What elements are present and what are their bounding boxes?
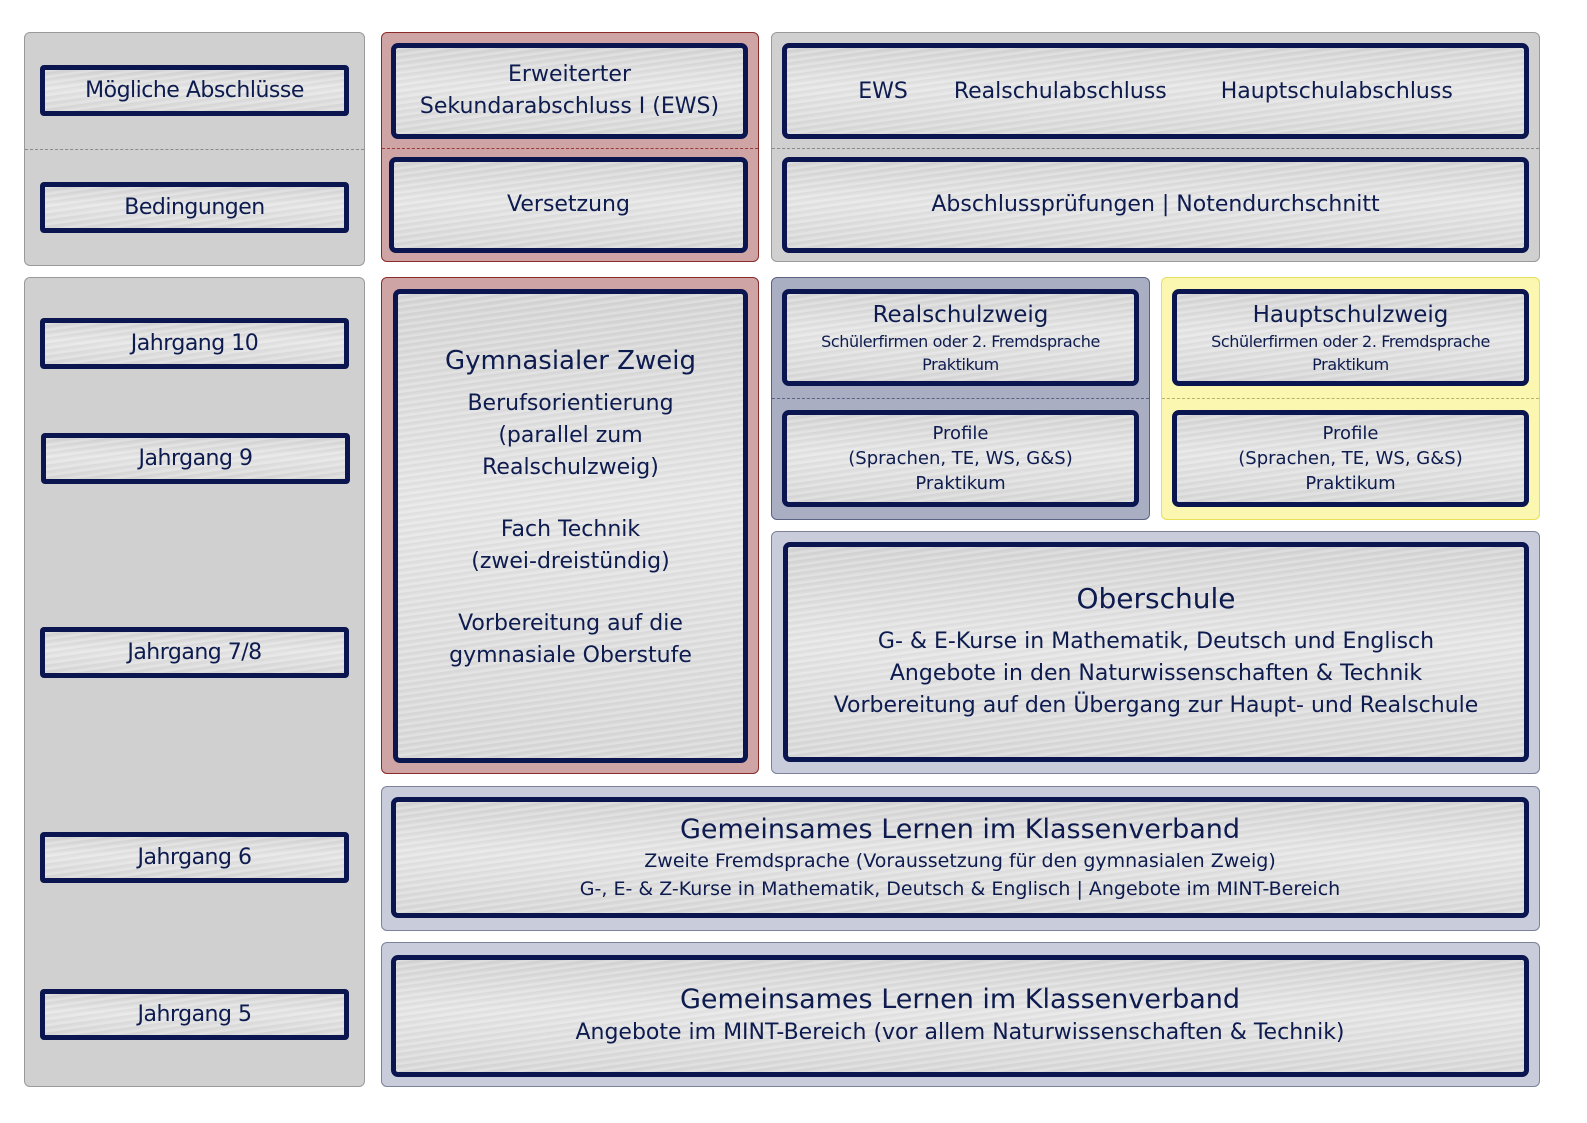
- label-jahrgang-5: Jahrgang 5: [40, 989, 349, 1040]
- oberschule-line: G- & E-Kurse in Mathematik, Deutsch und …: [877, 629, 1435, 654]
- left-years-panel: [24, 277, 365, 1087]
- gymnasial-line: Vorbereitung auf die: [458, 611, 683, 636]
- hauptschulzweig-card: Hauptschulzweig Schülerfirmen oder 2. Fr…: [1172, 289, 1529, 386]
- realschulzweig-line2: Praktikum: [922, 354, 999, 374]
- divider: [772, 148, 1539, 149]
- profile-line2: Praktikum: [915, 473, 1006, 494]
- realschulzweig-line1: Schülerfirmen oder 2. Fremdsprache: [821, 331, 1100, 351]
- degrees-condition-card: Abschlussprüfungen | Notendurchschnitt: [782, 157, 1529, 253]
- profile-line1: (Sprachen, TE, WS, G&S): [848, 448, 1073, 469]
- label-jahrgang-9: Jahrgang 9: [41, 433, 350, 484]
- jahrgang5-title: Gemeinsames Lernen im Klassenverband: [679, 984, 1241, 1015]
- hauptschulzweig-title: Hauptschulzweig: [1252, 301, 1449, 328]
- degrees-card: EWS Realschulabschluss Hauptschulabschlu…: [782, 43, 1529, 139]
- hauptschulzweig-line2: Praktikum: [1312, 354, 1389, 374]
- profile-line2: Praktikum: [1305, 473, 1396, 494]
- label-text: Jahrgang 5: [137, 1002, 252, 1027]
- label-text: Jahrgang 6: [137, 845, 252, 870]
- oberschule-title: Oberschule: [1076, 582, 1236, 615]
- divider: [1162, 398, 1539, 399]
- hauptschulzweig-profile-card: Profile (Sprachen, TE, WS, G&S) Praktiku…: [1172, 410, 1529, 507]
- ews-condition: Versetzung: [507, 192, 630, 217]
- gymnasial-title: Gymnasialer Zweig: [445, 346, 696, 376]
- realschulzweig-profile-card: Profile (Sprachen, TE, WS, G&S) Praktiku…: [782, 410, 1139, 507]
- degree-ews: EWS: [858, 78, 908, 104]
- jahrgang6-line1: Zweite Fremdsprache (Voraussetzung für d…: [644, 849, 1276, 872]
- oberschule-line: Vorbereitung auf den Übergang zur Haupt-…: [833, 693, 1479, 718]
- divider: [772, 398, 1149, 399]
- degrees-row: EWS Realschulabschluss Hauptschulabschlu…: [858, 79, 1453, 104]
- label-text: Jahrgang 9: [138, 446, 253, 471]
- gymnasial-line: Berufsorientierung: [467, 391, 674, 416]
- gymnasial-line: (zwei-dreistündig): [471, 549, 670, 574]
- gymnasial-line: Fach Technik: [500, 517, 641, 542]
- label-text: Jahrgang 7/8: [127, 640, 262, 665]
- jahrgang6-line2: G-, E- & Z-Kurse in Mathematik, Deutsch …: [579, 877, 1341, 900]
- profile-title: Profile: [932, 423, 989, 444]
- degrees-condition: Abschlussprüfungen | Notendurchschnitt: [931, 192, 1380, 217]
- label-jahrgang-6: Jahrgang 6: [40, 832, 349, 883]
- profile-title: Profile: [1322, 423, 1379, 444]
- gymnasial-line: gymnasiale Oberstufe: [449, 643, 692, 668]
- realschulzweig-card: Realschulzweig Schülerfirmen oder 2. Fre…: [782, 289, 1139, 386]
- label-jahrgang-7-8: Jahrgang 7/8: [40, 627, 349, 678]
- gymnasial-card: Gymnasialer Zweig Berufsorientierung (pa…: [393, 289, 748, 763]
- label-bedingungen: Bedingungen: [40, 182, 349, 233]
- oberschule-card: Oberschule G- & E-Kurse in Mathematik, D…: [783, 542, 1529, 762]
- label-text: Mögliche Abschlüsse: [85, 78, 304, 103]
- ews-degree-card: Erweiterter Sekundarabschluss I (EWS): [391, 43, 748, 139]
- ews-title-line1: Erweiterter: [508, 62, 631, 87]
- jahrgang6-card: Gemeinsames Lernen im Klassenverband Zwe…: [391, 797, 1529, 918]
- oberschule-line: Angebote in den Naturwissenschaften & Te…: [889, 661, 1423, 686]
- label-text: Jahrgang 10: [130, 331, 259, 356]
- divider: [25, 149, 364, 150]
- jahrgang5-line1: Angebote im MINT-Bereich (vor allem Natu…: [575, 1020, 1345, 1045]
- label-text: Bedingungen: [124, 195, 265, 220]
- ews-title-line2: Sekundarabschluss I (EWS): [419, 94, 720, 119]
- gymnasial-line: Realschulzweig): [482, 455, 659, 480]
- realschulzweig-title: Realschulzweig: [872, 301, 1049, 328]
- divider: [382, 148, 758, 149]
- jahrgang6-title: Gemeinsames Lernen im Klassenverband: [679, 813, 1241, 845]
- hauptschulzweig-line1: Schülerfirmen oder 2. Fremdsprache: [1211, 331, 1490, 351]
- profile-line1: (Sprachen, TE, WS, G&S): [1238, 448, 1463, 469]
- ews-condition-card: Versetzung: [389, 157, 748, 253]
- label-moegliche-abschluesse: Mögliche Abschlüsse: [40, 65, 349, 116]
- degree-realschulabschluss: Realschulabschluss: [953, 78, 1167, 104]
- label-jahrgang-10: Jahrgang 10: [40, 318, 349, 369]
- jahrgang5-card: Gemeinsames Lernen im Klassenverband Ang…: [391, 955, 1529, 1077]
- gymnasial-line: (parallel zum: [498, 423, 643, 448]
- degree-hauptschulabschluss: Hauptschulabschluss: [1220, 78, 1453, 104]
